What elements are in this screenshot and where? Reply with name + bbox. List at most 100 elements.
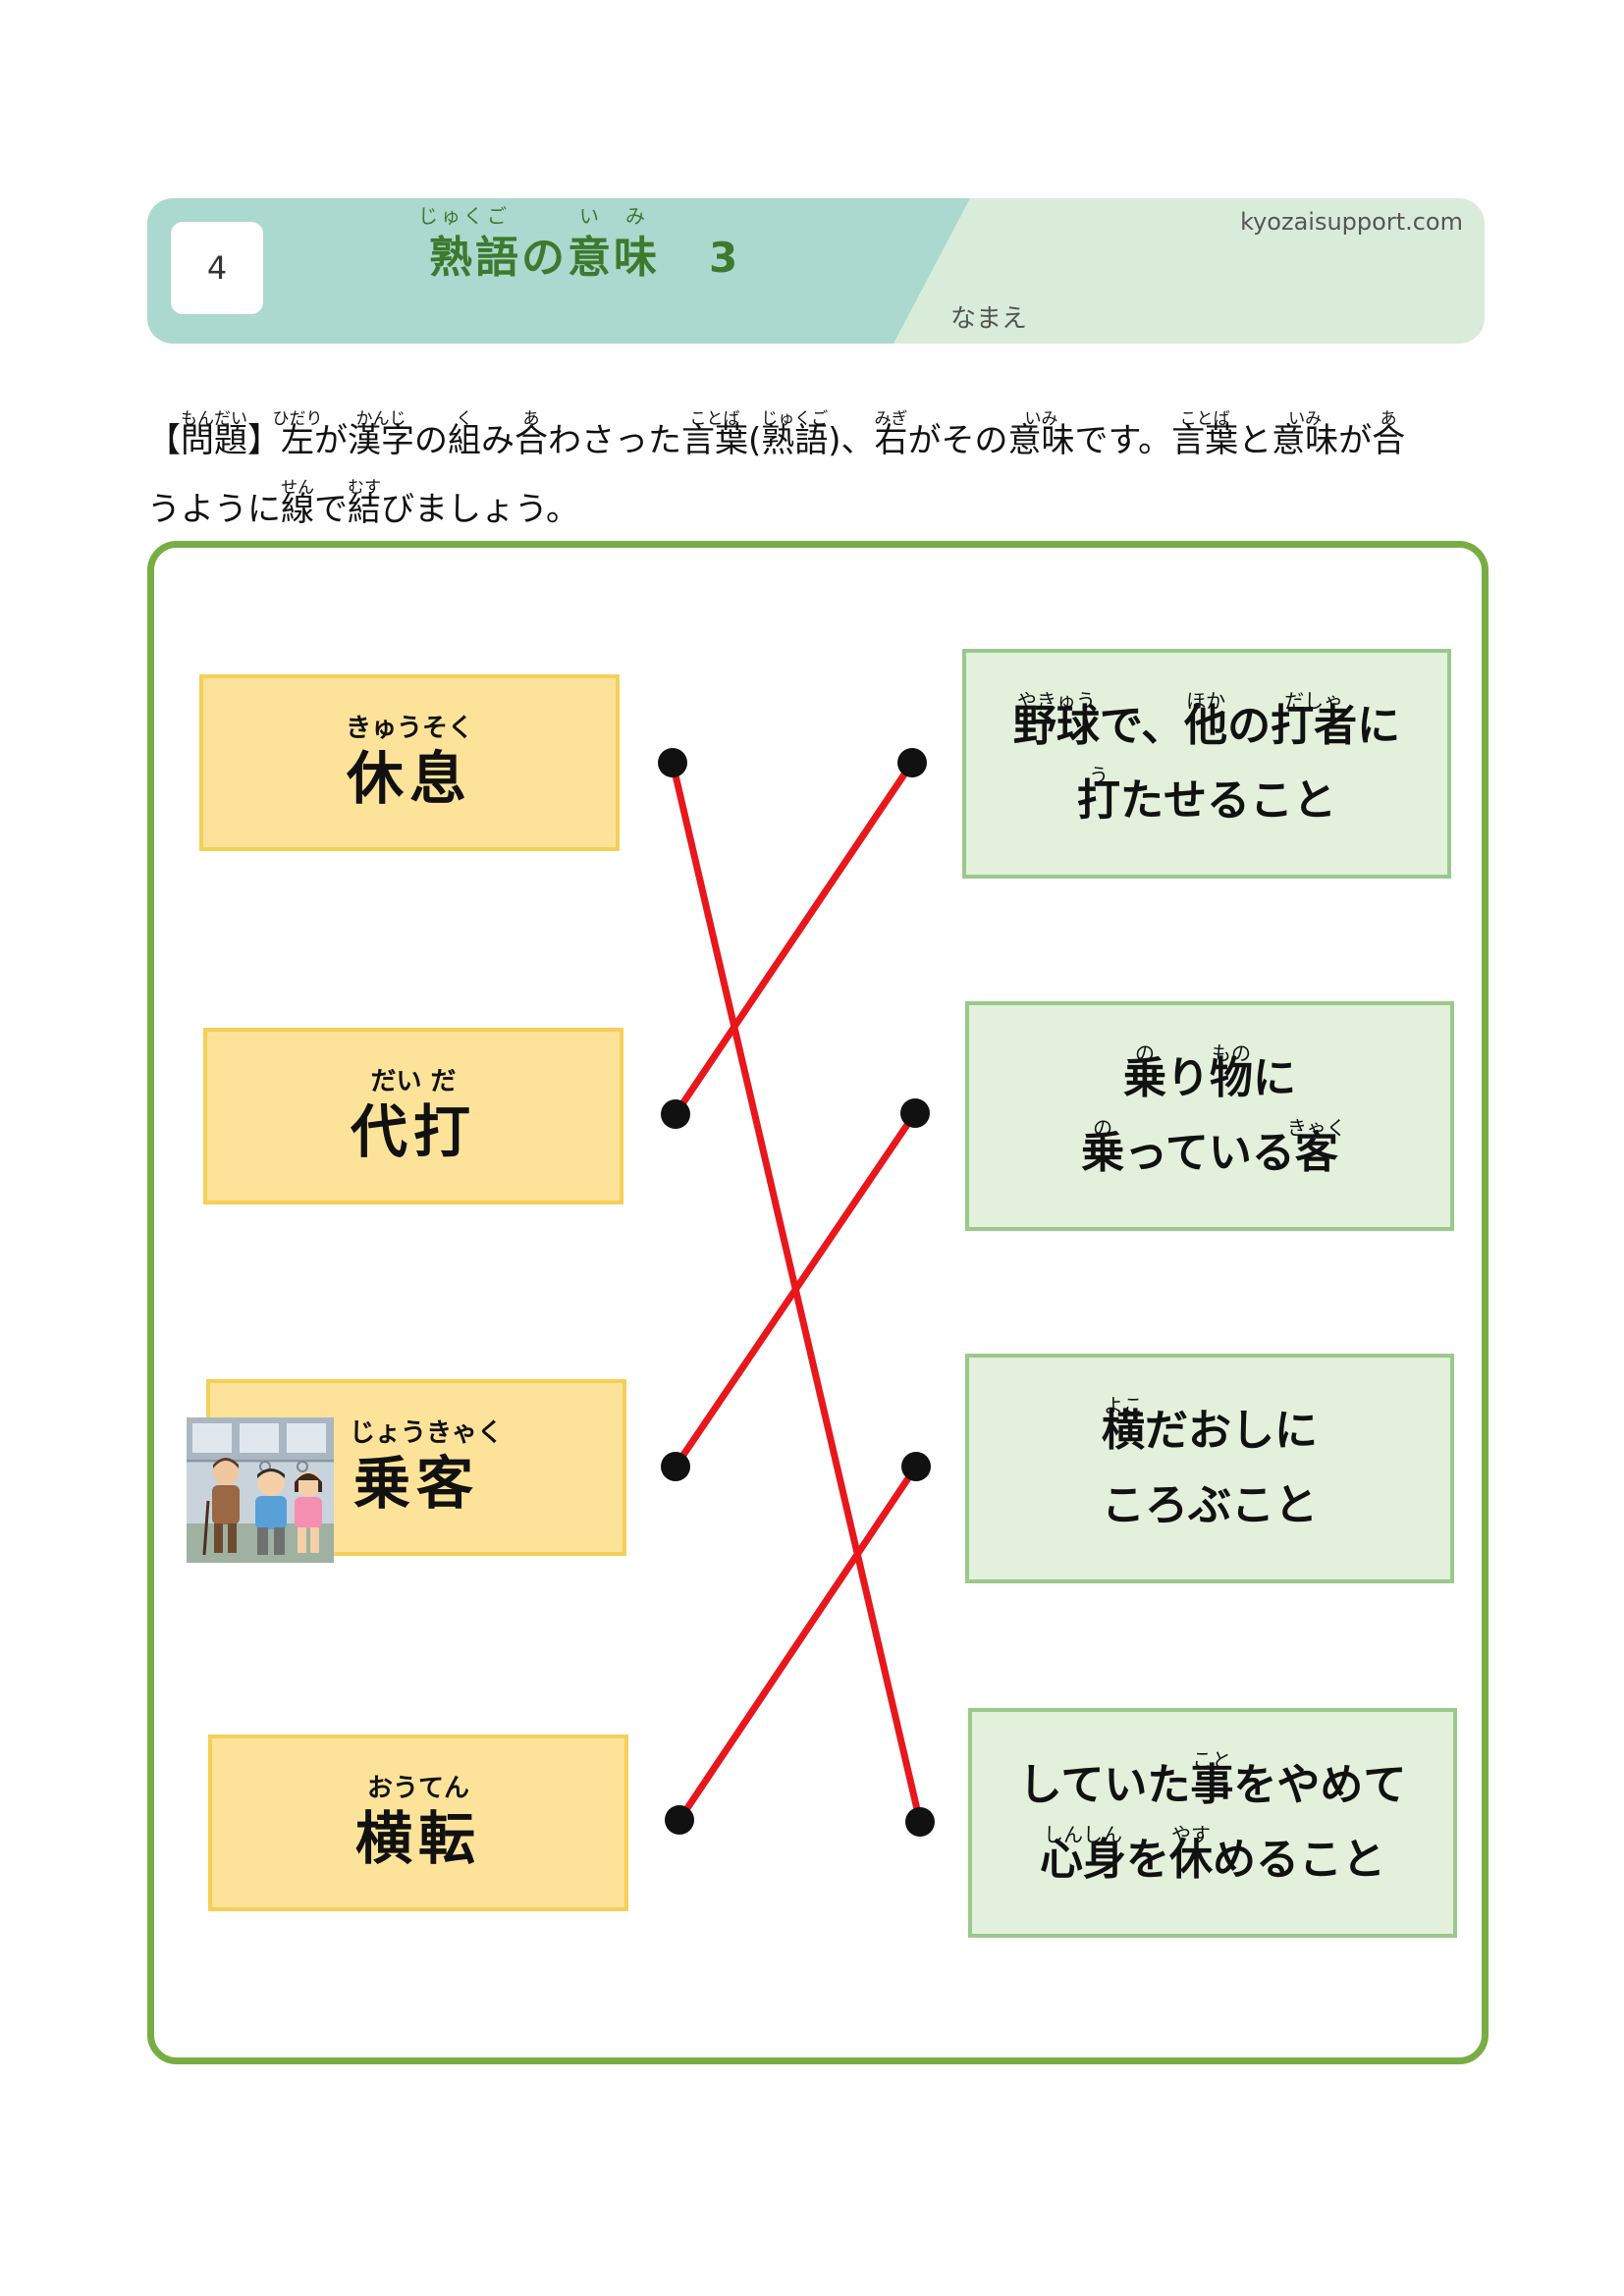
base-text: に — [1357, 701, 1401, 751]
furigana: みぎ — [874, 409, 908, 429]
left-word-box-1[interactable]: きゅうそく 休息 — [199, 674, 620, 851]
text-segment: で — [314, 475, 348, 544]
ruby-word: い意 — [568, 204, 614, 285]
text-segment: の — [521, 222, 568, 285]
worksheet-number: 4 — [171, 222, 263, 314]
base-text: びましょう。 — [381, 490, 579, 529]
base-text: 意味 — [1007, 421, 1075, 460]
ruby-word: ご語 — [475, 204, 521, 285]
meaning-line: ころぶこと — [1102, 1480, 1318, 1531]
text-segment: 】 — [247, 406, 281, 475]
base-text: 熟語 — [761, 421, 829, 460]
text-segment: り — [1166, 1053, 1210, 1104]
text-segment: ころぶこと — [1102, 1480, 1318, 1531]
furigana: ひだり — [272, 409, 323, 429]
base-text: が — [1338, 421, 1373, 460]
text-segment: が — [1338, 406, 1372, 475]
text-segment: に — [1253, 1053, 1296, 1104]
right-meaning-box-2[interactable]: の乗りもの物に の乗っているきゃく客 — [965, 1001, 1454, 1231]
base-text: 他 — [1184, 701, 1228, 751]
meaning-line: していたこと事をやめて — [1019, 1748, 1407, 1811]
text-segment: み — [481, 406, 514, 475]
text-segment: をやめて — [1233, 1760, 1406, 1811]
base-text: 意 — [568, 233, 614, 283]
base-text: 打者 — [1271, 701, 1358, 751]
ruby-word: もの物 — [1210, 1041, 1253, 1104]
ruby-word: ほか他 — [1184, 689, 1228, 752]
ruby-word: み味 — [614, 204, 660, 285]
furigana: かんじ — [355, 409, 406, 429]
ruby-word: ことば言葉 — [1171, 406, 1238, 475]
ruby-word: いみ意味 — [1008, 406, 1075, 475]
base-text: の — [414, 421, 448, 460]
ruby-word: かんじ漢字 — [348, 406, 414, 475]
text-segment: を — [1126, 1835, 1169, 1886]
base-text: ころぶこと — [1102, 1480, 1318, 1530]
base-text: が — [314, 421, 348, 460]
base-text: 線 — [281, 490, 314, 529]
ruby-word: じゅくご熟語 — [761, 406, 828, 475]
furigana: く — [456, 409, 473, 429]
left-word: 休息 — [346, 745, 472, 812]
meaning-line: う打たせること — [1077, 764, 1336, 827]
base-text: で — [314, 490, 348, 529]
text-segment: の — [1227, 701, 1271, 752]
base-text: 味 — [614, 233, 660, 283]
ruby-word: せん線 — [281, 475, 314, 544]
furigana: せん — [281, 478, 314, 498]
text-segment: していた — [1019, 1760, 1191, 1811]
right-meaning-box-4[interactable]: していたこと事をやめて しんしん心身をやす休めること — [968, 1708, 1457, 1938]
right-meaning-box-1[interactable]: やきゅう野球で、ほか他のだしゃ打者に う打たせること — [962, 649, 1451, 879]
furigana: ご — [487, 204, 510, 228]
base-text: 語 — [475, 233, 521, 283]
ruby-word: の乗 — [1123, 1041, 1166, 1104]
base-text: めること — [1213, 1835, 1385, 1885]
meaning-line: しんしん心身をやす休めること — [1040, 1823, 1385, 1886]
ruby-word: じゅく熟 — [418, 204, 483, 285]
base-text: り — [1166, 1053, 1210, 1103]
right-meaning-box-3[interactable]: よこ横だおしに ころぶこと — [965, 1354, 1454, 1583]
meaning-line: やきゅう野球で、ほか他のだしゃ打者に — [1012, 689, 1401, 752]
exercise-frame — [147, 541, 1489, 2064]
base-text: 客 — [1294, 1128, 1338, 1178]
left-word-box-4[interactable]: おうてん 横転 — [208, 1735, 628, 1911]
text-segment: うように — [147, 475, 281, 544]
base-text: がその — [907, 421, 1008, 460]
text-segment: と — [1238, 406, 1272, 475]
ruby-word: いみ意味 — [1272, 406, 1338, 475]
text-segment: めること — [1213, 1835, 1385, 1886]
furigana: の — [1135, 1041, 1155, 1065]
base-text: わさった — [548, 421, 681, 460]
furigana: あ — [522, 409, 540, 429]
ruby-word: こと事 — [1190, 1748, 1233, 1811]
furigana: やきゅう — [1016, 689, 1096, 713]
site-url: kyozaisupport.com — [1240, 208, 1463, 236]
base-text: うように — [147, 490, 281, 529]
furigana: い — [579, 204, 602, 228]
text-segment: の — [414, 406, 448, 475]
base-text: 野球 — [1012, 701, 1100, 751]
ruby-word: う打 — [1077, 764, 1120, 827]
text-segment: わさった — [548, 406, 681, 475]
furigana: ことば — [1179, 409, 1230, 429]
ruby-word: むす結 — [348, 475, 381, 544]
text-segment: ( — [748, 406, 761, 475]
furigana: しんしん — [1044, 1823, 1122, 1846]
left-word-box-2[interactable]: だい だ 代打 — [203, 1028, 623, 1204]
text-segment: です。 — [1075, 406, 1172, 475]
ruby-word: みぎ右 — [875, 406, 908, 475]
base-text: と — [1238, 421, 1272, 460]
furigana: もんだい — [181, 409, 247, 429]
furigana: やす — [1171, 1823, 1211, 1846]
furigana: きゃく — [1286, 1116, 1346, 1140]
ruby-word: ひだり左 — [273, 406, 323, 475]
furigana: むす — [348, 478, 381, 498]
ruby-word: しんしん心身 — [1040, 1823, 1126, 1886]
base-text: 右 — [874, 421, 908, 460]
ruby-word: もんだい問題 — [181, 406, 247, 475]
base-text: 漢字 — [348, 421, 414, 460]
left-word: 横転 — [354, 1805, 481, 1872]
left-word-furigana: だい だ — [370, 1067, 457, 1096]
